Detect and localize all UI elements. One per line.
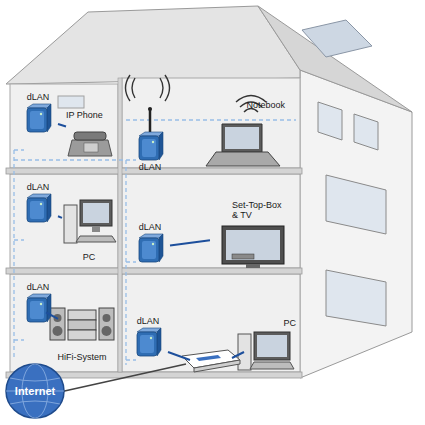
device-label: PC (83, 252, 96, 262)
dlan-adapter: dLAN (18, 92, 58, 144)
device-label: PC (283, 318, 296, 328)
room (122, 174, 300, 268)
adapter-icon (23, 192, 53, 224)
wall (118, 78, 122, 372)
cable (168, 352, 244, 360)
adapter-icon (135, 106, 165, 162)
powerline-wiring (14, 120, 296, 365)
router (182, 350, 240, 372)
device-label: dLAN (139, 162, 162, 172)
notebook (206, 124, 280, 166)
room (10, 174, 118, 268)
adapter-icon (23, 292, 53, 324)
adapter-icon (133, 326, 163, 358)
window (58, 96, 84, 108)
pc (64, 200, 116, 243)
device-node: IP Phone (66, 110, 116, 158)
dlan-adapter: dLAN (18, 182, 58, 234)
house-facade (300, 70, 412, 378)
dlan-adapter: dLAN (130, 222, 170, 274)
skylight (302, 20, 372, 57)
floor-slab (6, 268, 302, 274)
device-label: HiFi-System (58, 352, 107, 362)
device-label: dLAN (27, 182, 50, 192)
device-node: Notebook (205, 100, 285, 168)
dlan-wifi-adapter: dLAN (130, 88, 170, 172)
window (354, 114, 378, 150)
hifi-system (50, 308, 114, 340)
adapter-icon (23, 102, 53, 134)
room (122, 274, 300, 372)
dlan-adapter: dLAN (128, 316, 168, 368)
device-label: Notebook (246, 100, 285, 110)
globe-label: Internet (4, 362, 66, 420)
device-node: PC (62, 196, 116, 262)
dlan-adapter: dLAN (18, 282, 58, 334)
device-label: IP Phone (66, 110, 103, 120)
device-label: dLAN (27, 92, 50, 102)
pc (238, 332, 294, 370)
cable-connector (170, 240, 210, 245)
wifi-signal (126, 75, 267, 112)
device-node: HiFi-System (46, 302, 118, 362)
internet-wire (60, 364, 186, 392)
cable-connector (58, 216, 62, 218)
cable-connector (46, 312, 58, 319)
device-label: dLAN (27, 282, 50, 292)
roof (6, 6, 300, 84)
device-label: Set-Top-Box & TV (232, 200, 290, 220)
internet-globe: Internet (4, 362, 66, 420)
adapter-icon (135, 232, 165, 264)
device-label: dLAN (137, 316, 160, 326)
set-top-box-tv (222, 226, 284, 268)
window (318, 102, 342, 140)
window (326, 270, 386, 326)
room (10, 274, 118, 372)
device-node: Set-Top-Box & TV (210, 200, 290, 270)
device-node: PC (236, 318, 296, 372)
ip-phone (68, 132, 112, 156)
window (326, 175, 386, 234)
room (10, 84, 118, 168)
room (122, 78, 300, 168)
device-label: dLAN (139, 222, 162, 232)
cable-connector (58, 124, 66, 126)
